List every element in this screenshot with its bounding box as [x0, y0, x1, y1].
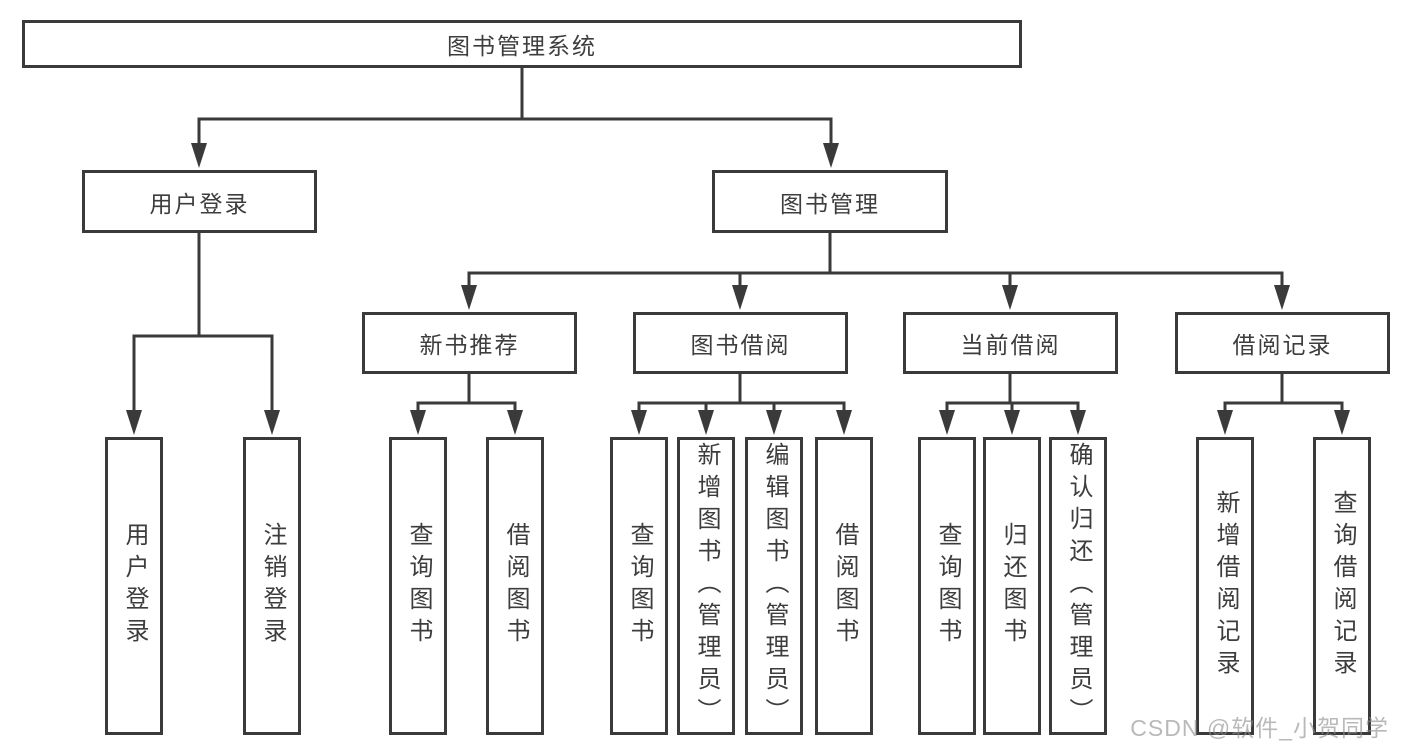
leaf-edit-books-admin: 编辑图书（管理员）	[745, 437, 803, 735]
arrow-down-icon	[507, 410, 523, 435]
leaf-borrow-books: 借阅图书	[815, 437, 873, 735]
node-book-management-label: 图书管理	[780, 190, 880, 217]
leaf-query-borrow-record: 查询借阅记录	[1313, 437, 1371, 735]
arrow-down-icon	[410, 410, 426, 435]
csdn-watermark: CSDN @软件_小贺同学	[1130, 715, 1389, 741]
edge-newbook-to-leaves	[416, 372, 517, 413]
leaf-borrow-books-label: 借阅图书	[831, 522, 858, 650]
node-borrowing-records: 借阅记录	[1175, 312, 1390, 374]
node-book-borrowing: 图书借阅	[633, 312, 848, 374]
node-library-system: 图书管理系统	[22, 20, 1022, 68]
arrow-down-icon	[1274, 285, 1290, 310]
leaf-edit-books-admin-label: 编辑图书（管理员）	[761, 442, 788, 730]
leaf-newbook-borrow-books-label: 借阅图书	[502, 522, 529, 650]
leaf-confirm-return-admin-label: 确认归还（管理员）	[1065, 442, 1092, 730]
leaf-user-login-label: 用户登录	[121, 522, 148, 650]
leaf-newbook-borrow-books: 借阅图书	[486, 437, 544, 735]
edge-records-to-leaves	[1223, 372, 1344, 413]
leaf-borrow-query-books: 查询图书	[610, 437, 668, 735]
leaf-add-borrow-record: 新增借阅记录	[1196, 437, 1254, 735]
leaf-newbook-query-books-label: 查询图书	[405, 522, 432, 650]
arrow-down-icon	[766, 410, 782, 435]
arrow-down-icon	[1334, 410, 1350, 435]
leaf-return-books-label: 归还图书	[999, 522, 1026, 650]
leaf-return-books: 归还图书	[983, 437, 1041, 735]
node-current-borrowing-label: 当前借阅	[960, 332, 1061, 358]
edge-userlogin-to-leaves	[132, 231, 274, 413]
arrow-down-icon	[698, 410, 714, 435]
arrow-down-icon	[461, 285, 477, 310]
arrow-down-icon	[1070, 410, 1086, 435]
arrow-down-icon	[823, 143, 839, 168]
arrow-down-icon	[191, 143, 207, 168]
node-user-login: 用户登录	[82, 170, 317, 233]
node-new-book-recommend: 新书推荐	[362, 312, 577, 374]
leaf-current-query-books-label: 查询图书	[934, 522, 961, 650]
leaf-query-borrow-record-label: 查询借阅记录	[1329, 490, 1356, 682]
node-library-system-label: 图书管理系统	[447, 33, 597, 59]
node-book-borrowing-label: 图书借阅	[690, 332, 791, 358]
node-new-book-recommend-label: 新书推荐	[419, 332, 520, 358]
node-book-management: 图书管理	[712, 170, 948, 233]
arrow-down-icon	[939, 410, 955, 435]
arrow-down-icon	[631, 410, 647, 435]
leaf-logout-label: 注销登录	[259, 522, 286, 650]
node-current-borrowing: 当前借阅	[903, 312, 1118, 374]
leaf-add-books-admin: 新增图书（管理员）	[677, 437, 735, 735]
edge-root-to-level2	[197, 66, 833, 146]
leaf-newbook-query-books: 查询图书	[389, 437, 447, 735]
arrowheads	[126, 143, 1350, 435]
arrow-down-icon	[1217, 410, 1233, 435]
edge-borrowing-to-leaves	[637, 372, 846, 413]
leaf-logout: 注销登录	[243, 437, 301, 735]
leaf-confirm-return-admin: 确认归还（管理员）	[1049, 437, 1107, 735]
arrow-down-icon	[1004, 410, 1020, 435]
leaf-borrow-query-books-label: 查询图书	[626, 522, 653, 650]
arrow-down-icon	[836, 410, 852, 435]
arrow-down-icon	[264, 410, 280, 435]
arrow-down-icon	[1002, 285, 1018, 310]
node-user-login-label: 用户登录	[149, 190, 250, 217]
arrow-down-icon	[732, 285, 748, 310]
leaf-add-borrow-record-label: 新增借阅记录	[1212, 490, 1239, 682]
arrow-down-icon	[126, 410, 142, 435]
leaf-current-query-books: 查询图书	[918, 437, 976, 735]
leaf-user-login: 用户登录	[105, 437, 163, 735]
edge-bookmgmt-to-level3	[467, 231, 1284, 288]
leaf-add-books-admin-label: 新增图书（管理员）	[693, 442, 720, 730]
node-borrowing-records-label: 借阅记录	[1232, 332, 1333, 358]
edge-current-to-leaves	[945, 372, 1080, 413]
